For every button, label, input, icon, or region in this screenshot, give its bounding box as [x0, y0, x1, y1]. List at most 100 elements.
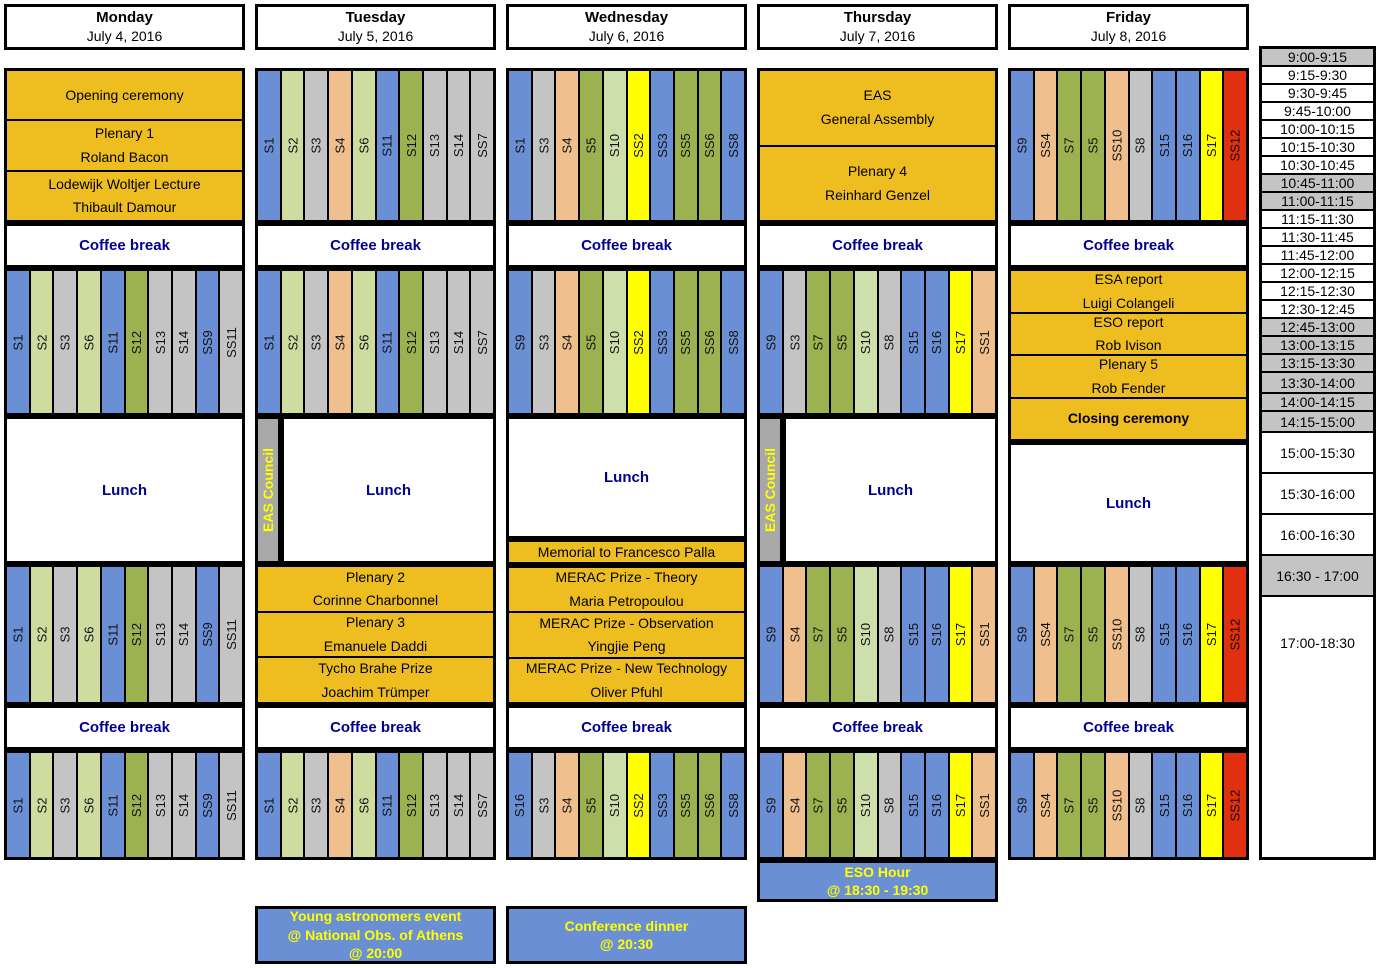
- session-SS5[interactable]: SS5: [674, 753, 699, 857]
- session-S13[interactable]: S13: [423, 271, 448, 413]
- session-S14[interactable]: S14: [447, 753, 472, 857]
- session-S13[interactable]: S13: [149, 567, 173, 702]
- session-SS10[interactable]: SS10: [1105, 567, 1130, 702]
- session-S5[interactable]: S5: [1082, 567, 1106, 702]
- session-S7[interactable]: S7: [807, 753, 832, 857]
- session-SS1[interactable]: SS1: [973, 567, 996, 702]
- session-S2[interactable]: S2: [30, 753, 55, 857]
- session-S5[interactable]: S5: [831, 271, 855, 413]
- session-S11[interactable]: S11: [376, 71, 401, 220]
- session-S6[interactable]: S6: [352, 71, 377, 220]
- session-S5[interactable]: S5: [1082, 753, 1106, 857]
- session-S9[interactable]: S9: [1011, 71, 1035, 220]
- session-S15[interactable]: S15: [902, 567, 926, 702]
- session-SS11[interactable]: SS11: [220, 271, 243, 413]
- session-SS3[interactable]: SS3: [651, 753, 675, 857]
- session-SS5[interactable]: SS5: [674, 71, 699, 220]
- session-SS6[interactable]: SS6: [698, 753, 723, 857]
- session-S7[interactable]: S7: [1058, 753, 1083, 857]
- session-S1[interactable]: S1: [7, 567, 31, 702]
- session-S8[interactable]: S8: [1129, 753, 1154, 857]
- session-S5[interactable]: S5: [580, 753, 604, 857]
- session-S11[interactable]: S11: [101, 567, 126, 702]
- session-SS1[interactable]: SS1: [973, 753, 996, 857]
- session-S2[interactable]: S2: [281, 753, 306, 857]
- session-S8[interactable]: S8: [1129, 71, 1154, 220]
- session-SS10[interactable]: SS10: [1105, 753, 1130, 857]
- session-S13[interactable]: S13: [423, 71, 448, 220]
- session-SS9[interactable]: SS9: [196, 567, 221, 702]
- session-SS7[interactable]: SS7: [471, 71, 494, 220]
- session-S15[interactable]: S15: [902, 753, 926, 857]
- session-S16[interactable]: S16: [925, 271, 950, 413]
- session-S16[interactable]: S16: [1176, 71, 1201, 220]
- session-S11[interactable]: S11: [101, 271, 126, 413]
- session-S9[interactable]: S9: [760, 753, 784, 857]
- session-S9[interactable]: S9: [1011, 567, 1035, 702]
- session-SS1[interactable]: SS1: [973, 271, 996, 413]
- session-S3[interactable]: S3: [54, 753, 79, 857]
- session-S3[interactable]: S3: [532, 753, 557, 857]
- session-S7[interactable]: S7: [1058, 71, 1083, 220]
- session-SS2[interactable]: SS2: [627, 71, 652, 220]
- session-S16[interactable]: S16: [1176, 753, 1201, 857]
- session-S4[interactable]: S4: [556, 271, 581, 413]
- session-S10[interactable]: S10: [854, 753, 879, 857]
- session-S12[interactable]: S12: [400, 753, 424, 857]
- session-SS7[interactable]: SS7: [471, 271, 494, 413]
- session-S9[interactable]: S9: [760, 567, 784, 702]
- session-S3[interactable]: S3: [54, 271, 79, 413]
- session-SS6[interactable]: SS6: [698, 71, 723, 220]
- session-S10[interactable]: S10: [603, 71, 628, 220]
- session-SS9[interactable]: SS9: [196, 753, 221, 857]
- session-S16[interactable]: S16: [925, 567, 950, 702]
- session-SS2[interactable]: SS2: [627, 271, 652, 413]
- session-S17[interactable]: S17: [1200, 753, 1225, 857]
- session-S6[interactable]: S6: [78, 753, 102, 857]
- session-S14[interactable]: S14: [447, 71, 472, 220]
- thursday-eas-council[interactable]: EAS Council: [757, 416, 783, 564]
- session-S10[interactable]: S10: [603, 753, 628, 857]
- session-S12[interactable]: S12: [400, 271, 424, 413]
- session-S3[interactable]: S3: [783, 271, 808, 413]
- session-SS8[interactable]: SS8: [722, 753, 745, 857]
- session-S17[interactable]: S17: [949, 567, 974, 702]
- session-S7[interactable]: S7: [807, 271, 832, 413]
- session-S3[interactable]: S3: [54, 567, 79, 702]
- session-S17[interactable]: S17: [1200, 71, 1225, 220]
- session-S7[interactable]: S7: [1058, 567, 1083, 702]
- session-SS9[interactable]: SS9: [196, 271, 221, 413]
- session-S4[interactable]: S4: [556, 753, 581, 857]
- session-S12[interactable]: S12: [125, 567, 150, 702]
- session-SS4[interactable]: SS4: [1034, 753, 1059, 857]
- session-S11[interactable]: S11: [376, 753, 401, 857]
- session-S17[interactable]: S17: [1200, 567, 1225, 702]
- session-S4[interactable]: S4: [783, 753, 808, 857]
- session-S14[interactable]: S14: [172, 567, 197, 702]
- session-S3[interactable]: S3: [532, 271, 557, 413]
- session-S1[interactable]: S1: [258, 271, 282, 413]
- session-S15[interactable]: S15: [1153, 753, 1177, 857]
- session-S16[interactable]: S16: [925, 753, 950, 857]
- session-S12[interactable]: S12: [125, 271, 150, 413]
- session-S3[interactable]: S3: [305, 71, 330, 220]
- session-S14[interactable]: S14: [447, 271, 472, 413]
- session-S13[interactable]: S13: [423, 753, 448, 857]
- session-S7[interactable]: S7: [807, 567, 832, 702]
- session-S2[interactable]: S2: [281, 271, 306, 413]
- session-S2[interactable]: S2: [30, 271, 55, 413]
- session-S15[interactable]: S15: [1153, 71, 1177, 220]
- session-SS7[interactable]: SS7: [471, 753, 494, 857]
- session-S1[interactable]: S1: [7, 271, 31, 413]
- session-S10[interactable]: S10: [603, 271, 628, 413]
- session-SS10[interactable]: SS10: [1105, 71, 1130, 220]
- session-S17[interactable]: S17: [949, 753, 974, 857]
- session-S4[interactable]: S4: [783, 567, 808, 702]
- session-S10[interactable]: S10: [854, 271, 879, 413]
- session-S8[interactable]: S8: [878, 753, 903, 857]
- session-SS4[interactable]: SS4: [1034, 71, 1059, 220]
- session-S4[interactable]: S4: [556, 71, 581, 220]
- session-S9[interactable]: S9: [509, 271, 533, 413]
- session-S4[interactable]: S4: [329, 753, 353, 857]
- session-S8[interactable]: S8: [878, 567, 903, 702]
